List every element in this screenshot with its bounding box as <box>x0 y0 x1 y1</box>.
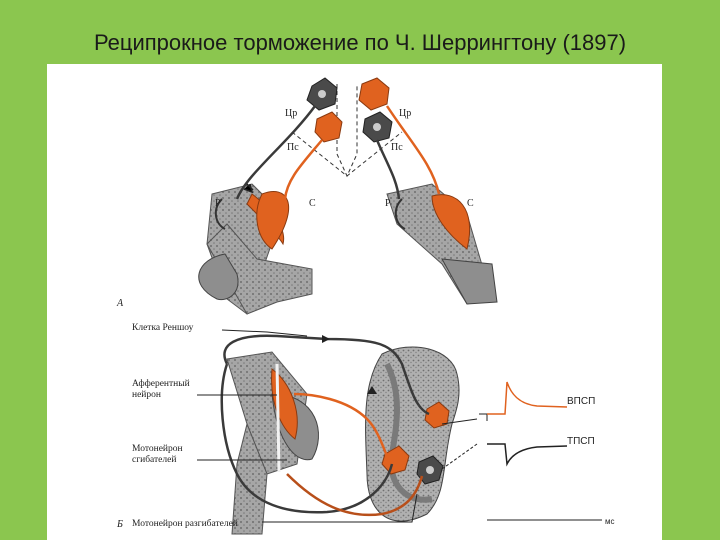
ipsp-trace: ТПСП <box>487 436 595 467</box>
flexor-label-line2: сгибателей <box>132 454 176 465</box>
right-extensor-muscle <box>394 198 406 230</box>
right-dark-nerve <box>375 139 401 200</box>
panel-a: Цр Пс Р С Цр Пс Р С А <box>116 77 498 315</box>
right-flexor-muscle <box>431 194 471 250</box>
renshaw-leader-line <box>221 329 308 337</box>
right-pc-label: Пс <box>391 142 403 153</box>
right-joint <box>441 258 498 305</box>
time-unit-label: мс <box>605 517 615 526</box>
extensor-label: Мотонейрон разгибателей <box>132 518 238 529</box>
left-pc-label: Пс <box>287 142 299 153</box>
inhibitory-interneuron <box>424 401 450 429</box>
reciprocal-inhibition-diagram: Цр Пс Р С Цр Пс Р С А <box>116 77 615 535</box>
flexor-motoneuron <box>381 445 410 475</box>
right-cr-label: Цр <box>399 108 411 119</box>
left-c-label: С <box>309 198 316 209</box>
right-r-label: Р <box>385 198 391 209</box>
left-dark-nerve <box>235 105 317 200</box>
left-joint <box>198 253 239 301</box>
afferent-dark-path <box>220 363 394 514</box>
panel-b-letter: Б <box>116 519 123 530</box>
extensor-orange-path <box>286 473 424 517</box>
extensor-leader-line <box>262 493 418 523</box>
right-c-label: С <box>467 198 474 209</box>
panel-a-letter: А <box>116 298 124 309</box>
left-limb: Цр Пс Р С <box>198 77 343 315</box>
afferent-label-line2: нейрон <box>132 389 161 400</box>
left-cr-label: Цр <box>285 108 297 119</box>
right-orange-nerve <box>385 105 441 195</box>
right-limb: Цр Пс Р С <box>358 77 498 305</box>
renshaw-label: Клетка Реншоу <box>132 323 194 333</box>
ipsp-label: ТПСП <box>567 436 595 447</box>
afferent-orange-path <box>293 392 389 457</box>
figure-panel: Цр Пс Р С Цр Пс Р С А <box>47 64 662 540</box>
epsp-trace: ВПСП <box>487 381 595 415</box>
afferent-label-line1: Афферентный <box>132 378 190 389</box>
left-pc-neuron <box>314 111 343 143</box>
panel-b: ВПСП ТПСП мс Клетка Реншоу Афферентный н… <box>116 323 615 535</box>
left-extensor-muscle <box>214 198 226 230</box>
left-orange-nerve <box>283 139 323 200</box>
flexor-label-line1: Мотонейрон <box>132 443 183 454</box>
right-cr-neuron <box>358 77 390 111</box>
left-r-label: Р <box>215 198 221 209</box>
slide-title: Реципрокное торможение по Ч. Шеррингтону… <box>93 30 627 55</box>
epsp-label: ВПСП <box>567 396 595 407</box>
renshaw-loop <box>223 334 430 416</box>
